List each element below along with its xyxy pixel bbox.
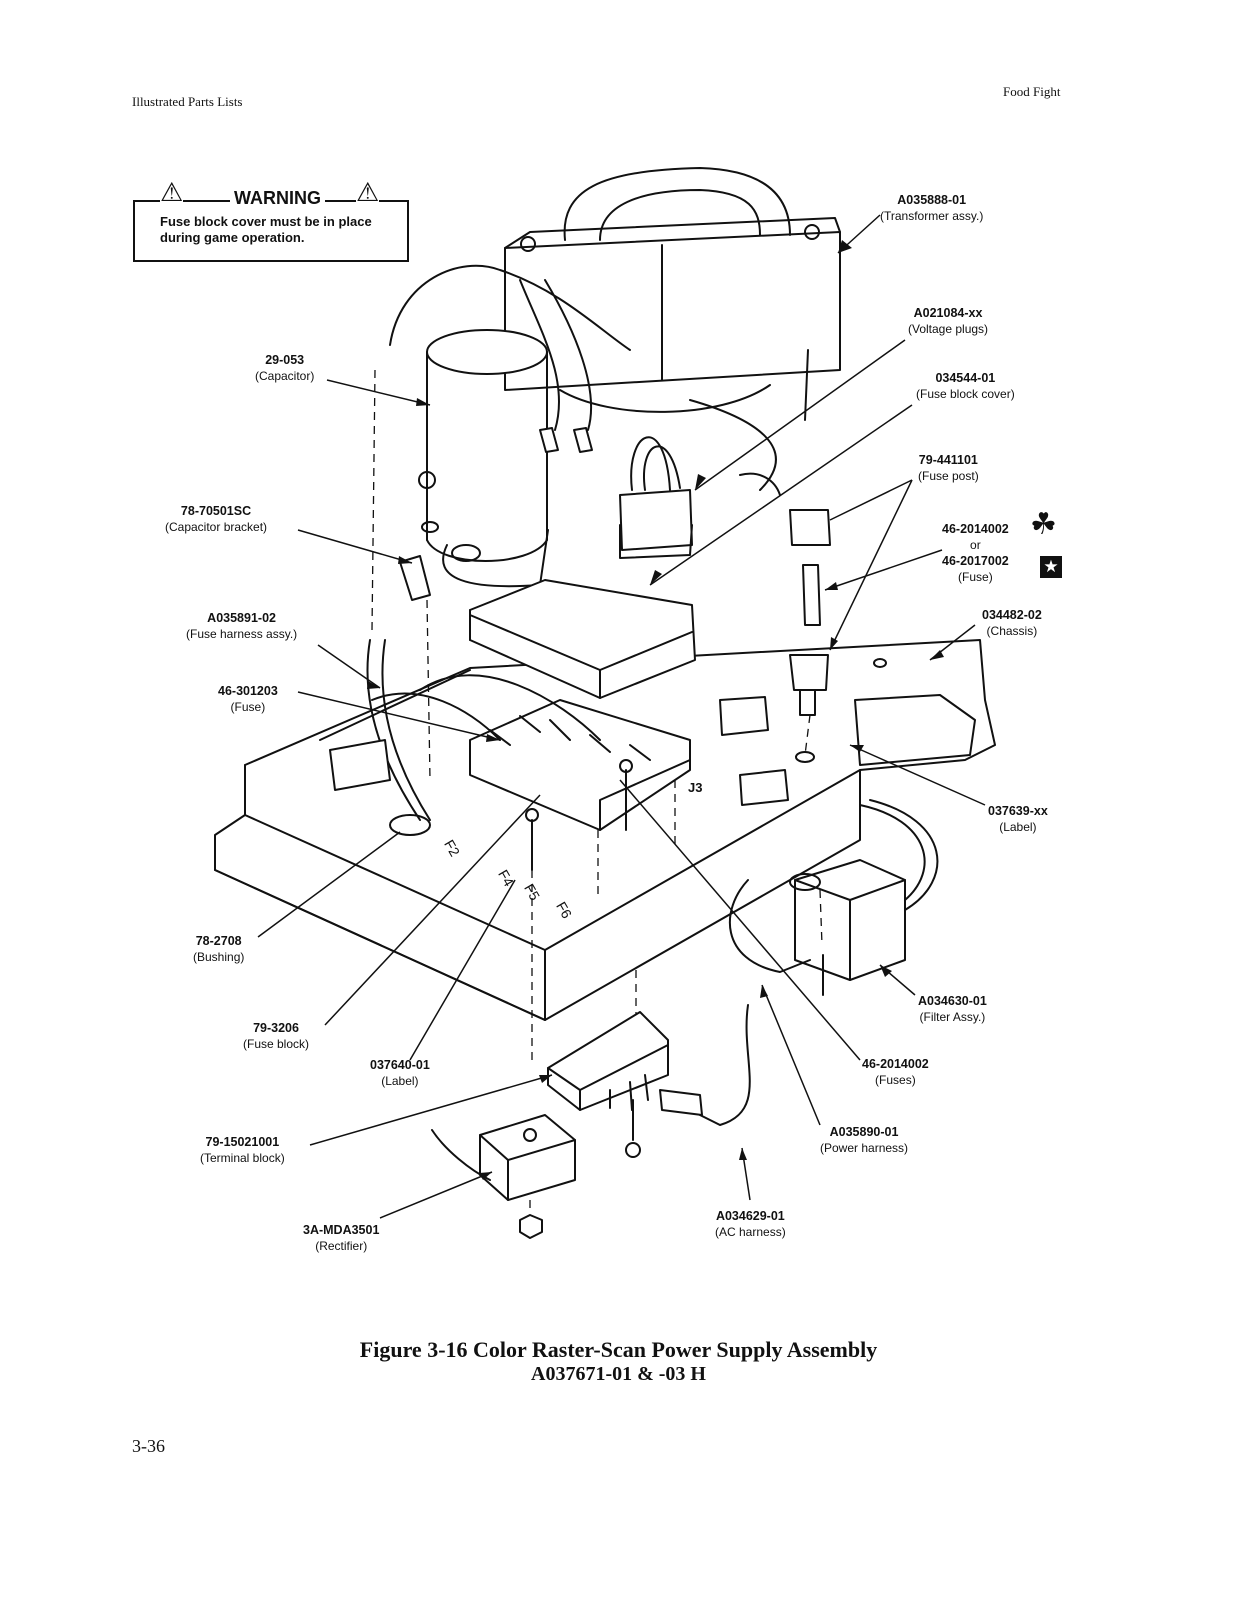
callout-fuse-left: 46-301203(Fuse) (218, 684, 278, 714)
capacitor-drawing (426, 329, 549, 588)
transformer-drawing (504, 167, 841, 421)
rectifier-drawing (431, 1114, 576, 1239)
callout-fuses: 46-2014002(Fuses) (862, 1057, 929, 1087)
callout-rectifier: 3A-MDA3501(Rectifier) (303, 1223, 380, 1253)
running-header-right: Food Fight (1003, 84, 1061, 99)
callout-terminal-block: 79-15021001(Terminal block) (200, 1135, 285, 1165)
callout-fuse-post: 79-441101(Fuse post) (918, 453, 979, 483)
fuse-post-drawing (789, 509, 831, 716)
callout-voltage-plugs: A021084-xx(Voltage plugs) (908, 306, 989, 336)
callout-power-harness: A035890-01(Power harness) (820, 1125, 909, 1155)
callout-capacitor-bracket: 78-70501SC(Capacitor bracket) (165, 504, 268, 534)
callout-bushing: 78-2708(Bushing) (193, 934, 245, 964)
callout-fuse-harness: A035891-02(Fuse harness assy.) (186, 611, 298, 641)
callout-filter-assy: A034630-01(Filter Assy.) (918, 994, 987, 1024)
j3-marking: J3 (688, 780, 703, 795)
fuse-block-cover-drawing (469, 579, 696, 699)
callout-fuse-block: 79-3206(Fuse block) (243, 1021, 310, 1051)
star-icon: ★ (1040, 556, 1062, 578)
running-header-left: Illustrated Parts Lists (132, 94, 243, 109)
callout-label-left: 037640-01(Label) (370, 1058, 430, 1088)
warning-text: Fuse block cover must be in place during… (160, 214, 372, 245)
page-number: 3-36 (132, 1436, 165, 1456)
callout-capacitor: 29-053(Capacitor) (255, 353, 315, 383)
callout-label-right: 037639-xx(Label) (988, 804, 1048, 834)
terminal-block-drawing (547, 1011, 669, 1111)
filter-assy-drawing (789, 799, 939, 996)
warning-triangle-icon: ⚠ (160, 177, 184, 207)
warning-title: WARNING (230, 188, 325, 209)
voltage-plugs-drawing (619, 436, 693, 559)
figure-caption-title: Figure 3-16 Color Raster-Scan Power Supp… (359, 1337, 878, 1362)
clover-icon: ☘ (1030, 508, 1057, 541)
callout-chassis: 034482-02(Chassis) (982, 608, 1042, 638)
callout-transformer: A035888-01(Transformer assy.) (880, 193, 984, 223)
callout-fuse-block-cover: 034544-01(Fuse block cover) (916, 371, 1015, 401)
figure-caption-part-number: A037671-01 & -03 H (531, 1363, 706, 1385)
callout-ac-harness: A034629-01(AC harness) (715, 1209, 786, 1239)
warning-triangle-icon: ⚠ (356, 177, 380, 207)
